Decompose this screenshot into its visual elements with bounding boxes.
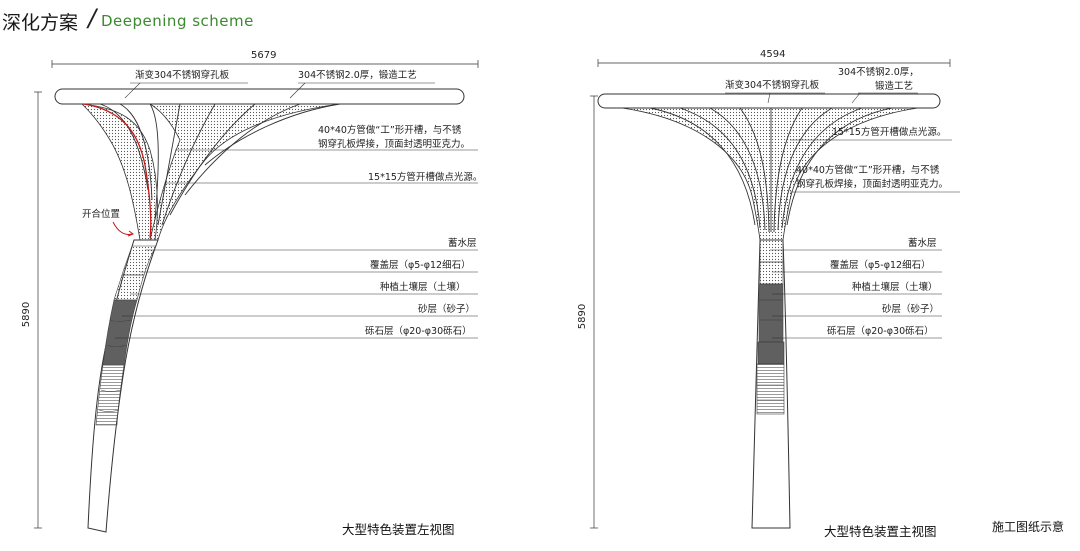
left-label-tube-1: 40*40方管做“工”形开槽，与不锈: [318, 125, 462, 136]
left-label-tube-2: 钢穿孔板焊接，顶面封透明亚克力。: [318, 139, 471, 150]
left-label-light: 15*15方管开槽做点光源。: [368, 172, 483, 183]
front-label-water: 蓄水层: [908, 238, 937, 249]
front-label-gravel: 砾石层（φ20-φ30砾石）: [827, 326, 934, 337]
header-title-cn: 深化方案: [2, 12, 79, 34]
front-label-tube-2: 钢穿孔板焊接，顶面封透明亚克力。: [796, 179, 949, 190]
front-label-stainless-2: 锻造工艺: [875, 81, 914, 92]
front-label-soil: 种植土壤层（土壤）: [852, 282, 938, 293]
left-label-gravel: 砾石层（φ20-φ30砾石）: [365, 326, 472, 337]
front-label-sand: 砂层（砂子）: [882, 304, 940, 315]
left-height-dim: 5890: [21, 301, 33, 328]
front-height-dim: 5890: [577, 303, 589, 330]
front-label-cover: 覆盖层（φ5-φ12细石）: [830, 260, 931, 271]
front-label-tube-1: 40*40方管做“工”形开槽，与不锈: [796, 165, 940, 176]
front-view-title: 大型特色装置主视图: [824, 524, 937, 539]
drawing-note: 施工图纸示意: [992, 520, 1065, 534]
left-label-soil: 种植土壤层（土壤）: [380, 282, 466, 293]
left-view-title: 大型特色装置左视图: [342, 522, 455, 537]
left-label-stainless: 304不锈钢2.0厚，锻造工艺: [298, 70, 417, 81]
left-label-perforated-plate: 渐变304不锈钢穿孔板: [135, 70, 230, 81]
front-label-light: 15*15方管开槽做点光源。: [832, 127, 947, 138]
front-label-stainless-1: 304不锈钢2.0厚，: [838, 67, 919, 78]
left-label-open: 开合位置: [82, 209, 121, 220]
left-label-sand: 砂层（砂子）: [418, 304, 476, 315]
left-width-dim: 5679: [251, 50, 277, 61]
front-width-dim: 4594: [760, 49, 786, 60]
header-title-en: Deepening scheme: [101, 12, 254, 30]
header-slash: /: [88, 4, 97, 32]
front-label-perforated-plate: 渐变304不锈钢穿孔板: [725, 80, 820, 91]
left-label-water: 蓄水层: [448, 238, 477, 249]
front-view-drawing: [590, 59, 960, 529]
left-view-drawing: [34, 60, 479, 533]
left-label-cover: 覆盖层（φ5-φ12细石）: [370, 260, 471, 271]
